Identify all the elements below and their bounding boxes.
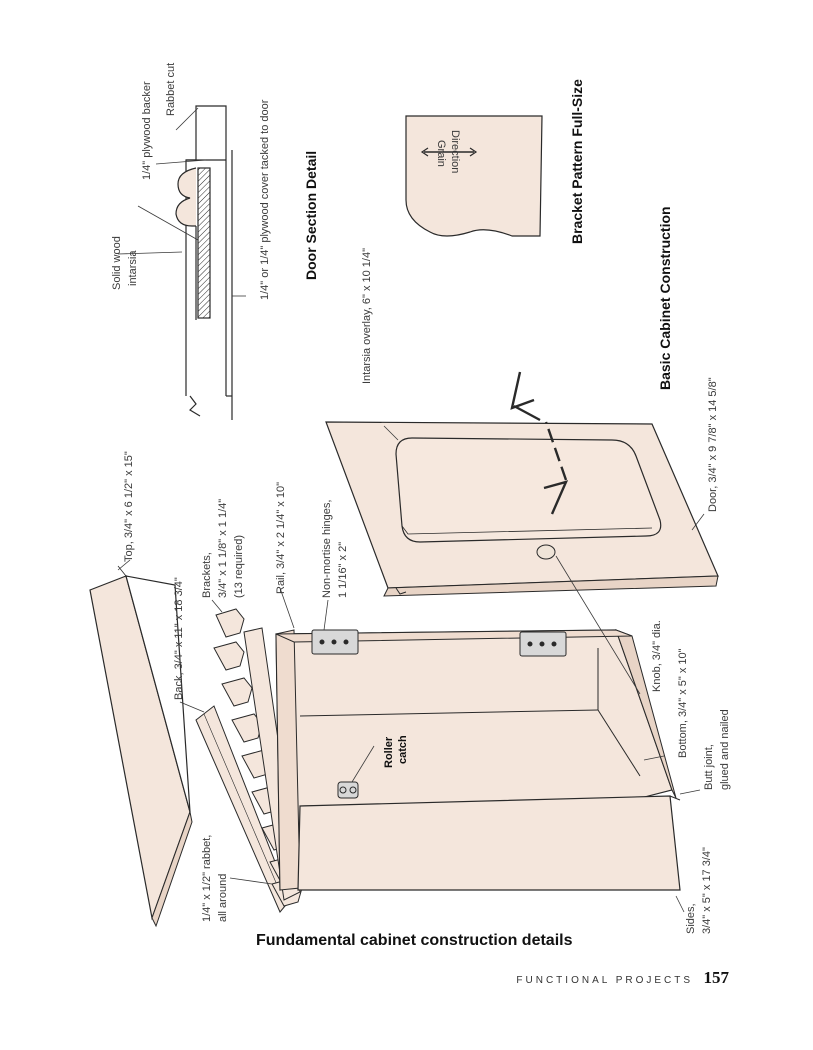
- door-panel: [325, 421, 719, 597]
- label-rail: Rail, 3/4" x 2 1/4" x 10": [275, 482, 287, 594]
- label-rabbet-cut: Rabbet cut: [165, 63, 177, 116]
- label-brackets-2: 3/4" x 1 1/8" x 1 1/4": [217, 499, 229, 598]
- titles: Door Section Detail Bracket Pattern Full…: [256, 79, 673, 949]
- title-bracket-pattern: Bracket Pattern Full-Size: [569, 79, 585, 244]
- label-door: Door, 3/4" x 9 7/8" x 14 5/8": [707, 377, 719, 512]
- label-brackets-1: Brackets,: [201, 552, 213, 598]
- label-intarsia-overlay: Intarsia overlay, 6" x 10 1/4": [361, 248, 373, 384]
- title-door-section: Door Section Detail: [303, 151, 319, 280]
- title-fundamental: Fundamental cabinet construction details: [256, 932, 573, 949]
- label-hinges-2: 1 1/16" x 2": [337, 542, 349, 598]
- label-cover: 1/4" or 1/4" plywood cover tacked to doo…: [259, 99, 271, 300]
- grain-arrow: [510, 371, 569, 515]
- title-basic-cabinet: Basic Cabinet Construction: [657, 206, 673, 390]
- label-butt-2: glued and nailed: [719, 709, 731, 790]
- door-section-detail: [175, 105, 233, 420]
- label-bottom: Bottom, 3/4" x 5" x 10": [677, 648, 689, 758]
- labels: Top, 3/4" x 6 1/2" x 15" Back, 3/4" x 11…: [111, 63, 731, 934]
- label-solid-2: intarsia: [127, 250, 139, 286]
- label-roller-1: Roller: [383, 736, 395, 768]
- label-grain-2: Direction: [449, 130, 461, 173]
- bracket-pattern: [405, 115, 543, 237]
- label-knob: Knob, 3/4" dia.: [651, 620, 663, 692]
- page-number: 157: [703, 968, 730, 987]
- top-panel: [89, 565, 193, 928]
- label-rabbet-2: all around: [217, 874, 229, 922]
- label-grain-1: Grain: [435, 140, 447, 167]
- roller-catch: [337, 781, 359, 799]
- label-sides-2: 3/4" x 5" x 17 3/4": [701, 847, 713, 934]
- leader-lines: [117, 107, 705, 913]
- hinges: [311, 629, 567, 657]
- label-sides-1: Sides,: [685, 903, 697, 934]
- label-solid-1: Solid wood: [111, 236, 123, 290]
- label-top: Top, 3/4" x 6 1/2" x 15": [123, 451, 135, 562]
- footer-section: FUNCTIONAL PROJECTS: [516, 975, 694, 986]
- cabinet-box: [275, 629, 681, 891]
- label-brackets-3: (13 required): [233, 535, 245, 598]
- label-rabbet-1: 1/4" x 1/2" rabbet,: [201, 835, 213, 922]
- page-footer: FUNCTIONAL PROJECTS 157: [516, 968, 729, 988]
- label-roller-2: catch: [397, 735, 409, 764]
- label-hinges-1: Non-mortise hinges,: [321, 500, 333, 598]
- label-back: Back, 3/4" x 11" x 18 3/4": [173, 577, 185, 700]
- label-butt-1: Butt joint,: [703, 744, 715, 790]
- label-backer: 1/4" plywood backer: [141, 81, 153, 180]
